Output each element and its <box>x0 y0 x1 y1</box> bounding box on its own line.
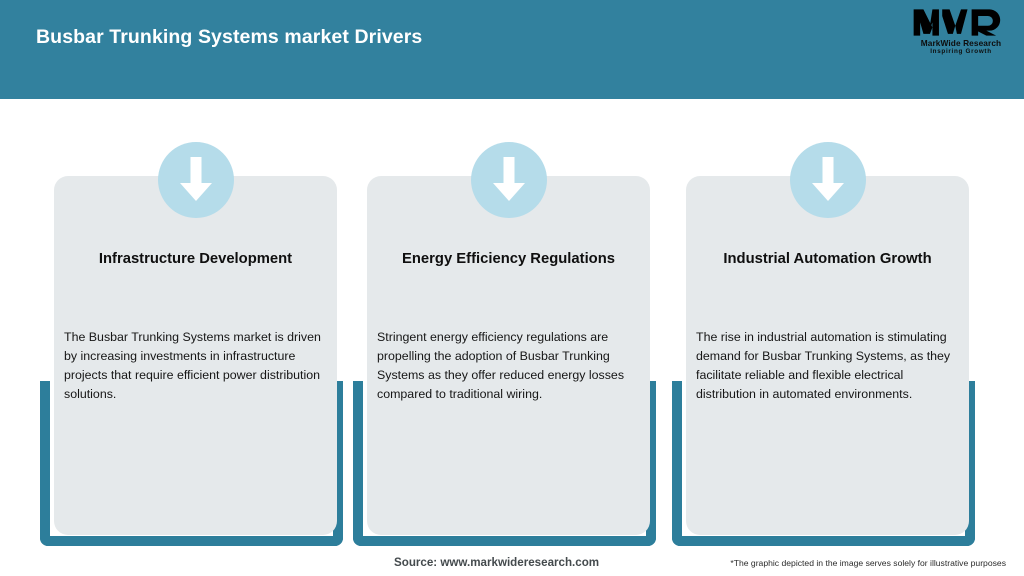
arrow-down-icon <box>470 142 547 218</box>
header-bar <box>0 0 1024 99</box>
card-accent-bracket <box>672 381 975 546</box>
card-panel[interactable]: Energy Efficiency Regulations Stringent … <box>367 142 650 535</box>
card-panel[interactable]: Industrial Automation Growth The rise in… <box>686 142 969 535</box>
card-body: The Busbar Trunking Systems market is dr… <box>64 330 321 401</box>
mwr-logo-icon <box>913 9 1001 36</box>
card-title: Energy Efficiency Regulations <box>402 251 615 267</box>
page-title: Busbar Trunking Systems market Drivers <box>36 26 423 48</box>
arrow-down-glyph <box>811 157 844 201</box>
disclaimer-note: *The graphic depicted in the image serve… <box>730 558 1006 568</box>
card-body: The rise in industrial automation is sti… <box>696 330 951 401</box>
card-panel[interactable]: Infrastructure Development The Busbar Tr… <box>54 142 337 535</box>
arrow-down-icon <box>157 142 234 218</box>
source-label: Source: www.markwideresearch.com <box>394 556 600 569</box>
logo: MarkWide Research Inspiring Growth <box>912 6 1010 62</box>
card-title: Industrial Automation Growth <box>723 251 932 267</box>
card-accent-bracket <box>353 381 656 546</box>
logo-tagline: Inspiring Growth <box>930 48 992 55</box>
arrow-down-glyph <box>179 157 212 201</box>
arrow-down-icon <box>789 142 866 218</box>
logo-name: MarkWide Research <box>920 38 1002 48</box>
card-title: Infrastructure Development <box>98 251 293 267</box>
arrow-down-glyph <box>492 157 525 201</box>
card-accent-bracket <box>40 381 343 546</box>
card-body: Stringent energy efficiency regulations … <box>377 330 625 401</box>
